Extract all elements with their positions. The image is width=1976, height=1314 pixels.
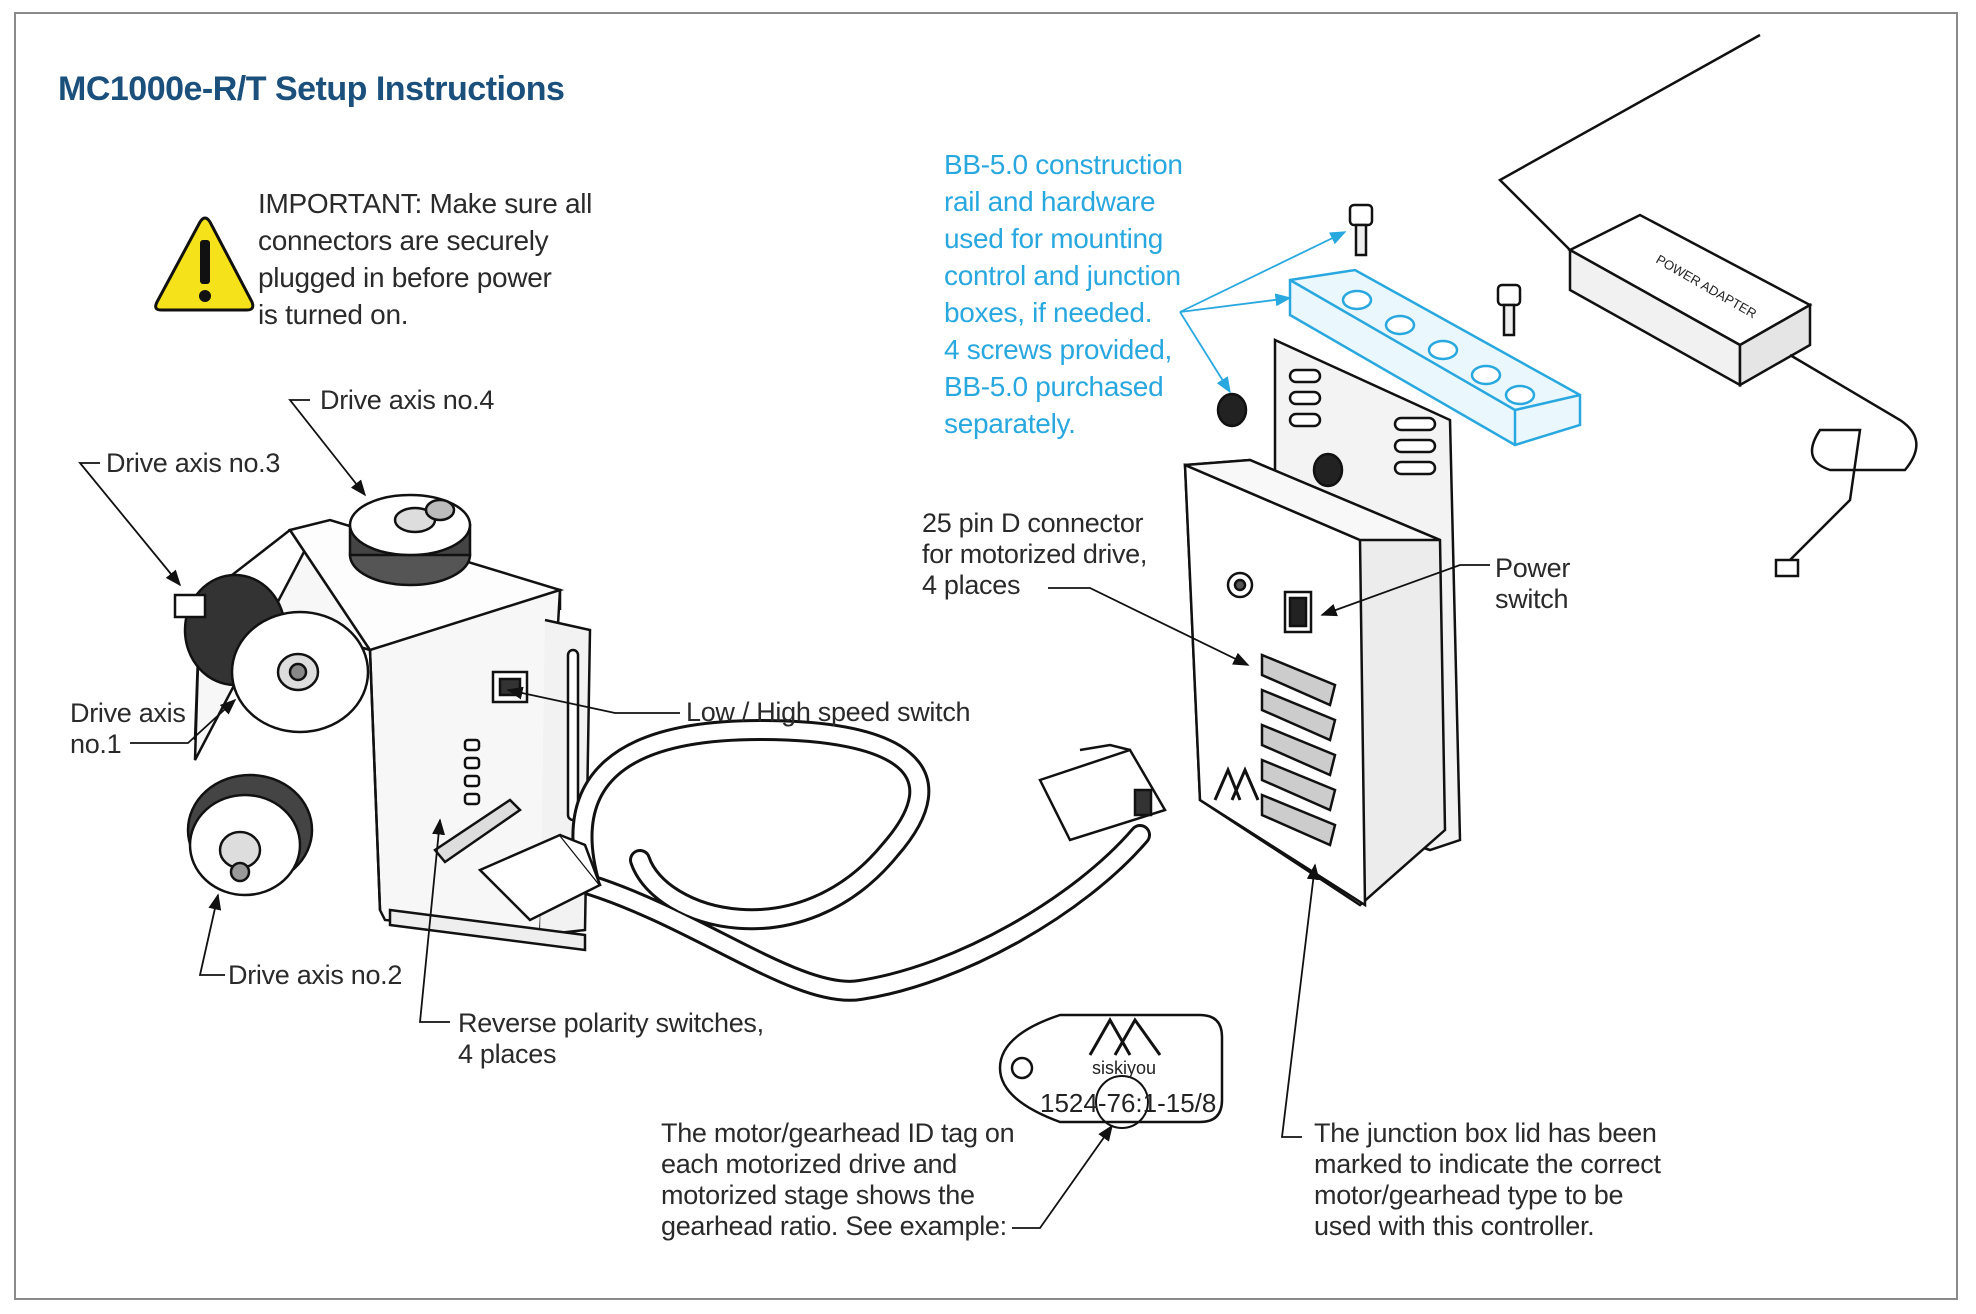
id-tag-code: 1524-76:1-15/8 <box>1040 1088 1217 1118</box>
d-connector-left <box>477 833 602 922</box>
label-drive-axis-4: Drive axis no.4 <box>320 385 495 415</box>
warning-text: IMPORTANT: Make sure all connectors are … <box>258 188 593 330</box>
rail-leader-lines <box>1179 231 1347 394</box>
label-id-tag-note: The motor/gearhead ID tag on each motori… <box>661 1118 1015 1241</box>
label-speed-switch: Low / High speed switch <box>686 697 971 727</box>
screws <box>1216 203 1522 488</box>
label-d-connector: 25 pin D connector for motorized drive, … <box>922 508 1148 600</box>
label-drive-axis-2: Drive axis no.2 <box>228 960 403 990</box>
construction-rail <box>1288 268 1582 447</box>
label-power-switch: Power switch <box>1495 553 1571 614</box>
id-tag <box>998 1013 1224 1129</box>
power-adapter <box>1497 33 1918 578</box>
knob-axis-4 <box>348 493 472 587</box>
page-frame <box>14 12 1958 1300</box>
label-construction-rail: BB-5.0 construction rail and hardware us… <box>944 149 1183 439</box>
leader-lines <box>78 399 1490 1229</box>
knob-axis-1 <box>230 610 370 734</box>
id-tag-brand: siskiyou <box>1092 1058 1157 1078</box>
knob-axis-2 <box>186 773 314 897</box>
label-drive-axis-3: Drive axis no.3 <box>106 448 281 478</box>
label-junction-note: The junction box lid has been marked to … <box>1314 1118 1661 1241</box>
warning-triangle-icon <box>154 216 255 312</box>
label-drive-axis-1: Drive axis no.1 <box>70 698 186 759</box>
label-polarity-switches: Reverse polarity switches, 4 places <box>458 1008 764 1069</box>
d-connector-right <box>1038 743 1167 842</box>
cable <box>571 718 1151 1002</box>
page-title: MC1000e-R/T Setup Instructions <box>58 70 565 108</box>
